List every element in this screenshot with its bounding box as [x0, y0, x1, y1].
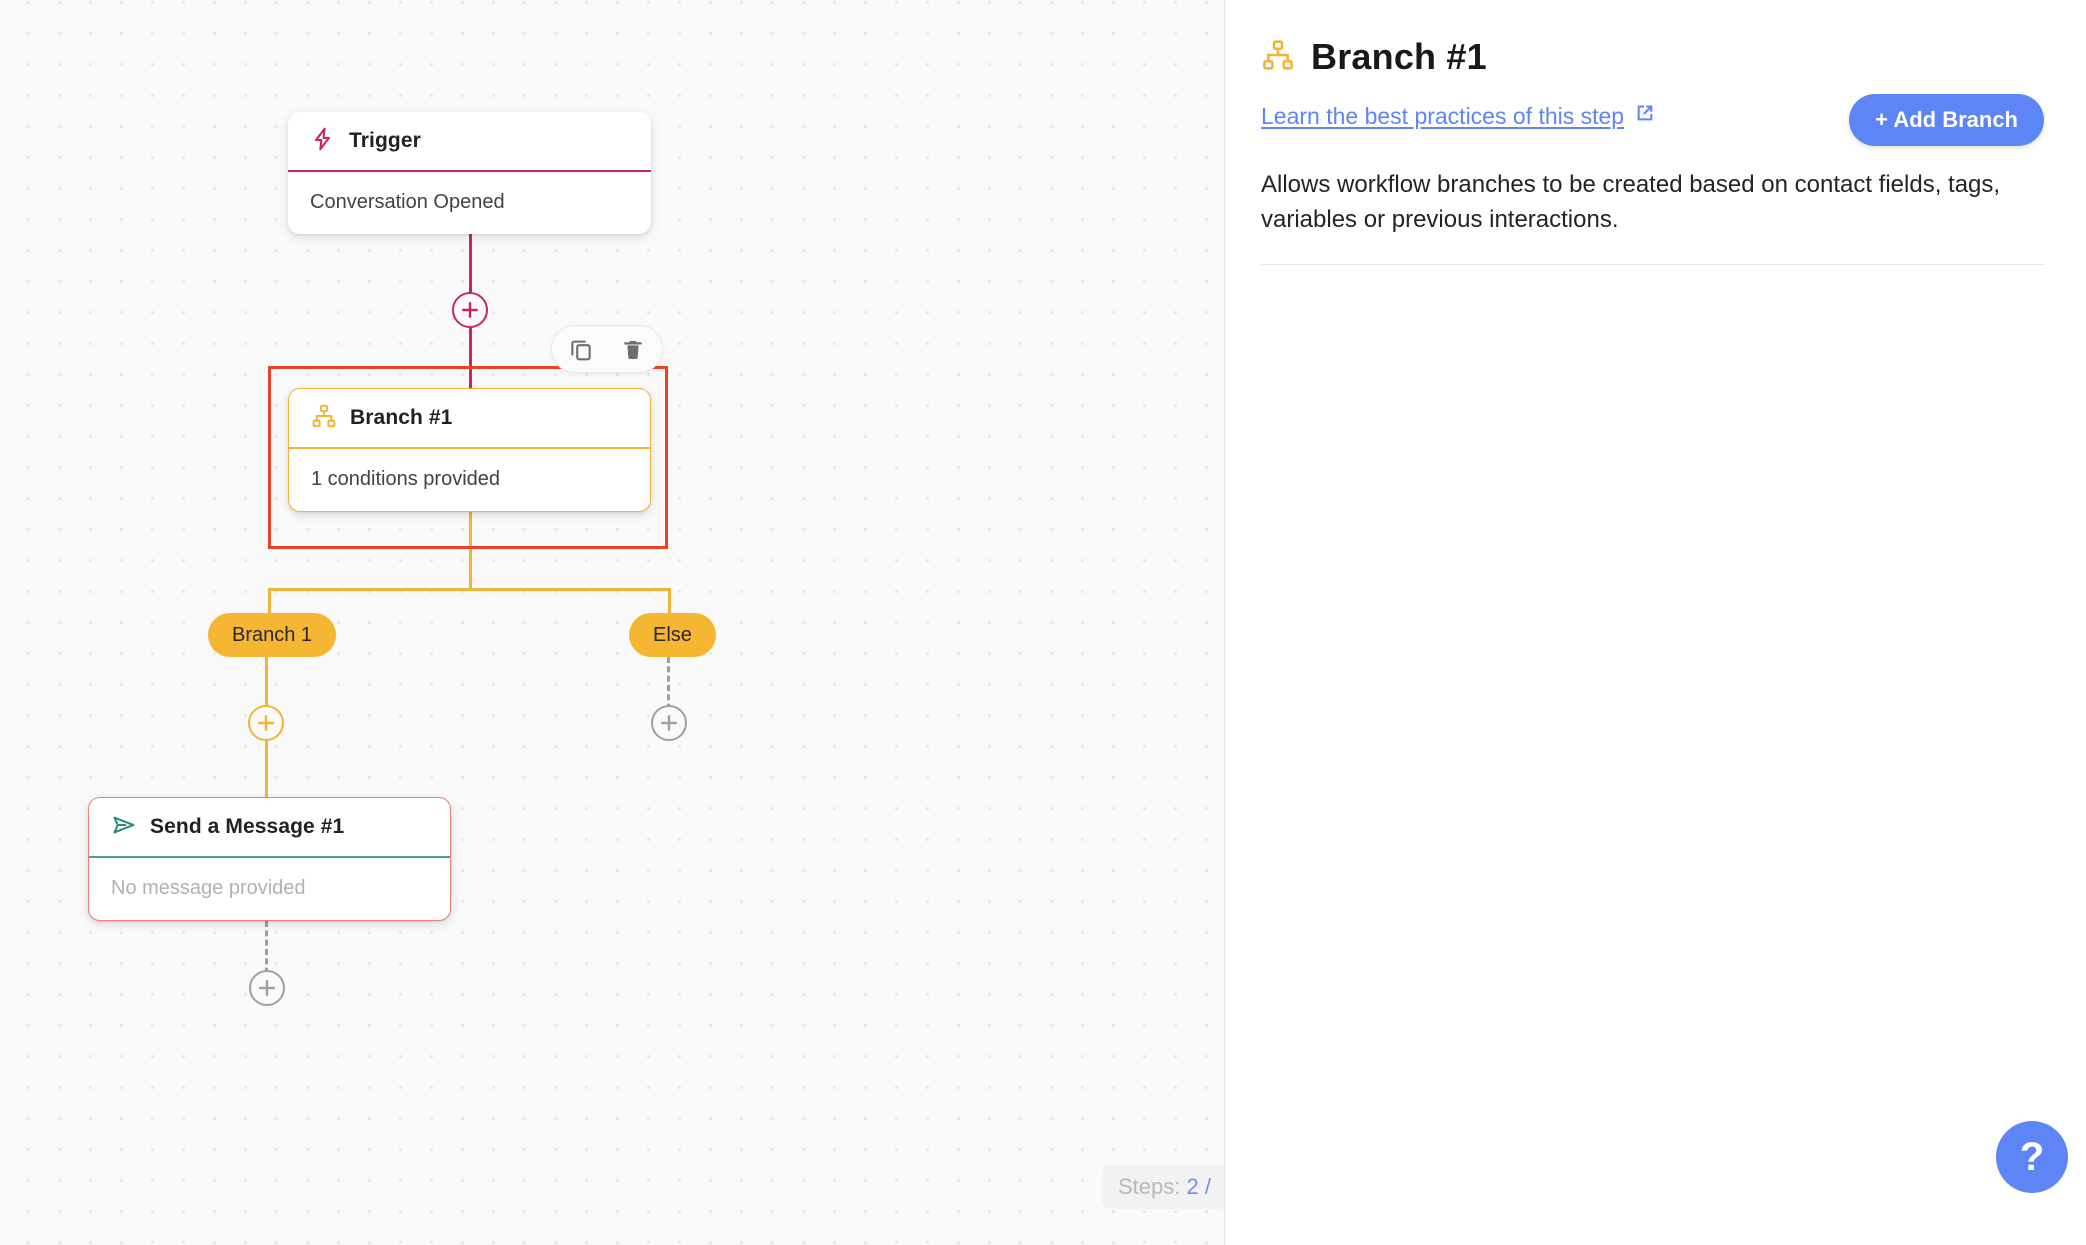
- connector-branch-down: [469, 510, 472, 588]
- node-trigger-rule: [288, 170, 651, 172]
- panel-description: Allows workflow branches to be created b…: [1261, 171, 2001, 233]
- external-link-icon: [1634, 102, 1656, 130]
- node-send-message-body: No message provided: [111, 877, 306, 899]
- node-branch-rule: [289, 447, 650, 449]
- connector-branch1-to-message: [265, 741, 268, 799]
- connector-branch1-down: [268, 588, 271, 626]
- plus-icon: [462, 302, 478, 318]
- node-trigger[interactable]: Trigger Conversation Opened: [288, 112, 651, 234]
- steps-counter: Steps: 2 /: [1102, 1165, 1225, 1209]
- page-title: Branch #1: [1311, 36, 1487, 77]
- branch-icon: [1261, 38, 1295, 77]
- branch-settings-panel: Branch #1 Learn the best practices of th…: [1225, 0, 2086, 1245]
- canvas-panel-divider: [1224, 0, 1225, 1245]
- node-trigger-title: Trigger: [349, 129, 421, 152]
- add-step-button-branch-1[interactable]: [248, 705, 284, 741]
- node-branch-title: Branch #1: [350, 406, 453, 429]
- panel-header: Branch #1: [1261, 36, 2044, 78]
- connector-branch1-stem: [265, 657, 268, 719]
- plus-icon: [258, 715, 274, 731]
- node-send-message-header: Send a Message #1: [89, 798, 450, 856]
- help-button[interactable]: ?: [1996, 1121, 2068, 1193]
- add-branch-button[interactable]: + Add Branch: [1849, 94, 2044, 146]
- node-trigger-header: Trigger: [288, 112, 651, 170]
- node-branch-body: 1 conditions provided: [311, 468, 501, 490]
- copy-icon[interactable]: [568, 336, 594, 362]
- node-action-toolbar[interactable]: [551, 325, 663, 373]
- node-send-message[interactable]: Send a Message #1 No message provided: [88, 797, 451, 921]
- connector-branch-horizontal: [268, 588, 671, 591]
- connector-else-down: [668, 588, 671, 626]
- branch-label-text: Branch 1: [232, 623, 313, 646]
- plus-icon: [661, 715, 677, 731]
- connector-else-dashed: [667, 657, 670, 719]
- panel-divider: [1261, 263, 2044, 265]
- branch-label-branch-1[interactable]: Branch 1: [208, 613, 337, 657]
- branch-icon: [311, 403, 337, 434]
- add-step-button-trigger[interactable]: [452, 292, 488, 328]
- steps-prefix: Steps:: [1118, 1174, 1181, 1199]
- send-icon: [111, 812, 137, 843]
- branch-label-else[interactable]: Else: [629, 613, 716, 657]
- node-trigger-body: Conversation Opened: [310, 191, 505, 213]
- add-step-button-else[interactable]: [651, 705, 687, 741]
- lightning-icon: [310, 126, 336, 157]
- steps-separator: /: [1204, 1174, 1211, 1199]
- node-send-message-rule: [89, 856, 450, 858]
- steps-count: 2: [1186, 1174, 1199, 1199]
- workflow-canvas[interactable]: Branch 1 Else: [0, 0, 1225, 1245]
- branch-node-selection-highlight: [268, 366, 668, 549]
- node-send-message-title: Send a Message #1: [150, 815, 345, 838]
- add-step-button-message[interactable]: [249, 970, 285, 1006]
- learn-best-practices-link[interactable]: Learn the best practices of this step: [1261, 102, 1656, 130]
- learn-best-practices-label: Learn the best practices of this step: [1261, 102, 1625, 129]
- node-branch-header: Branch #1: [289, 389, 650, 447]
- branch-label-text: Else: [653, 623, 692, 646]
- node-branch[interactable]: Branch #1 1 conditions provided: [288, 388, 651, 512]
- plus-icon: [259, 980, 275, 996]
- trash-icon[interactable]: [620, 336, 646, 362]
- connector-message-dashed: [265, 921, 268, 983]
